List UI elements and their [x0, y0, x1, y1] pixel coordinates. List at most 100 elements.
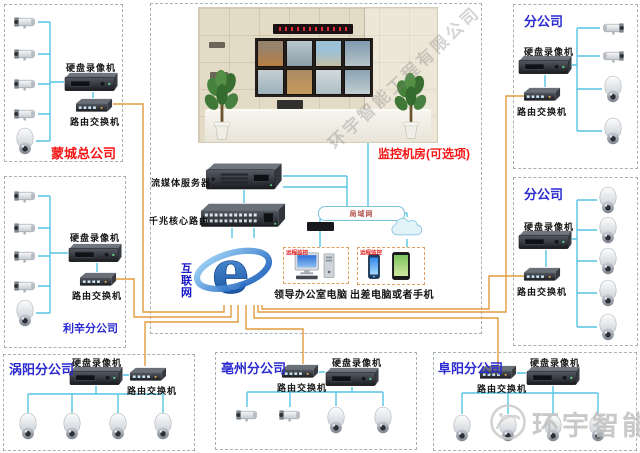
wall-speaker [209, 42, 225, 48]
lan-bus: 局域网 [318, 206, 405, 221]
bullet-camera-icon [12, 14, 38, 30]
dvr-icon [64, 72, 118, 92]
office-pc-icon [292, 252, 338, 281]
bullet-camera-icon [234, 407, 260, 423]
bullet-camera-icon [277, 407, 303, 423]
dome-camera-icon [17, 412, 39, 440]
dvr-label: 硬盘录像机 [70, 233, 121, 243]
router-switch-icon [281, 364, 319, 379]
router-switch-label: 路由交换机 [517, 107, 568, 117]
dome-camera-icon [325, 406, 347, 434]
router-switch-icon [79, 272, 117, 287]
router-switch-icon [129, 367, 167, 382]
bullet-camera-icon [600, 20, 626, 36]
site-box-lixin: 利辛分公司 [4, 176, 126, 348]
dome-camera-icon [61, 412, 83, 440]
plant-icon [203, 69, 241, 141]
dome-camera-icon [602, 75, 624, 103]
dvr-label: 硬盘录像机 [524, 47, 575, 57]
bullet-camera-icon [12, 220, 38, 236]
office-pc-label: 领导办公室电脑 [274, 290, 348, 301]
dome-camera-icon [107, 412, 129, 440]
dome-camera-icon [542, 414, 564, 442]
dome-camera-icon [597, 279, 619, 307]
dvr-icon [325, 367, 379, 387]
dvr-label: 硬盘录像机 [72, 358, 123, 368]
dvr-icon [526, 366, 580, 386]
router-switch-label: 路由交换机 [477, 384, 528, 394]
site-box-branch-mid: 分公司 [513, 177, 638, 346]
core-router-label: 千兆核心路由 [149, 216, 210, 226]
dvr-icon [68, 243, 122, 263]
media-server-icon [205, 163, 283, 190]
dome-camera-icon [597, 313, 619, 341]
tablet-icon [392, 252, 410, 280]
site-name: 利辛分公司 [63, 323, 118, 335]
bullet-camera-icon [12, 278, 38, 294]
site-box-mengcheng: 蒙城总公司 [4, 4, 123, 162]
site-name: 阜阳分公司 [438, 361, 504, 376]
bullet-camera-icon [12, 188, 38, 204]
brand-logo-icon [488, 402, 528, 442]
desk [205, 109, 431, 142]
dome-camera-icon [14, 127, 36, 155]
router-switch-label: 路由交换机 [277, 383, 328, 393]
phone-icon [368, 254, 380, 279]
dome-camera-icon [451, 414, 473, 442]
router-switch-label: 路由交换机 [127, 386, 178, 396]
site-name: 分公司 [524, 187, 564, 202]
lan-label: 局域网 [349, 210, 374, 218]
pc-remote-tag: 远程监控 [286, 250, 309, 257]
internet-label: 互联网 [181, 263, 192, 299]
dvr-icon [69, 366, 123, 386]
site-name: 涡阳分公司 [9, 362, 75, 377]
dome-camera-icon [602, 117, 624, 145]
router-switch-label: 路由交换机 [72, 291, 123, 301]
dome-camera-icon [587, 414, 609, 442]
media-server-label: 流媒体服务器 [151, 178, 212, 188]
bullet-camera-icon [12, 46, 38, 62]
internet-e-icon [193, 236, 273, 308]
dome-camera-icon [597, 216, 619, 244]
site-box-fuyang: 阜阳分公司 [433, 352, 637, 451]
site-name: 亳州分公司 [221, 361, 287, 376]
site-box-bozhou: 亳州分公司 [215, 352, 417, 450]
wall-shelf [277, 100, 303, 109]
travel-label: 出差电脑或者手机 [350, 290, 434, 301]
dvr-label: 硬盘录像机 [332, 358, 383, 368]
office-pc-group [283, 247, 349, 284]
dvr-label: 硬盘录像机 [524, 222, 575, 232]
bullet-camera-icon [12, 76, 38, 92]
site-name: 分公司 [524, 14, 564, 29]
bullet-camera-icon [600, 48, 626, 64]
video-wall [255, 38, 373, 97]
led-sign [273, 24, 353, 34]
mobile-remote-tag: 远程监控 [360, 250, 383, 257]
router-switch-label: 路由交换机 [70, 117, 121, 127]
dome-camera-icon [152, 412, 174, 440]
dvr-label: 硬盘录像机 [66, 63, 117, 73]
dvr-icon [518, 55, 572, 75]
dome-camera-icon [372, 406, 394, 434]
router-switch-icon [75, 98, 113, 113]
dome-camera-icon [597, 186, 619, 214]
site-box-branch-top: 分公司 [513, 4, 638, 169]
lan-switch-icon [307, 222, 334, 231]
monitor-room-photo [198, 7, 438, 143]
dome-camera-icon [14, 299, 36, 327]
center-box [150, 3, 482, 334]
bullet-camera-icon [12, 248, 38, 264]
router-switch-label: 路由交换机 [517, 287, 568, 297]
site-box-guoyang: 涡阳分公司 [3, 354, 195, 451]
plant-icon [393, 71, 429, 141]
site-name: 蒙城总公司 [51, 146, 117, 161]
router-switch-icon [523, 267, 561, 282]
router-switch-icon [523, 87, 561, 102]
dome-camera-icon [597, 247, 619, 275]
core-router-icon [200, 203, 286, 228]
bullet-camera-icon [12, 106, 38, 122]
monitor-room-label: 监控机房(可选项) [378, 147, 470, 161]
dvr-icon [518, 230, 572, 250]
